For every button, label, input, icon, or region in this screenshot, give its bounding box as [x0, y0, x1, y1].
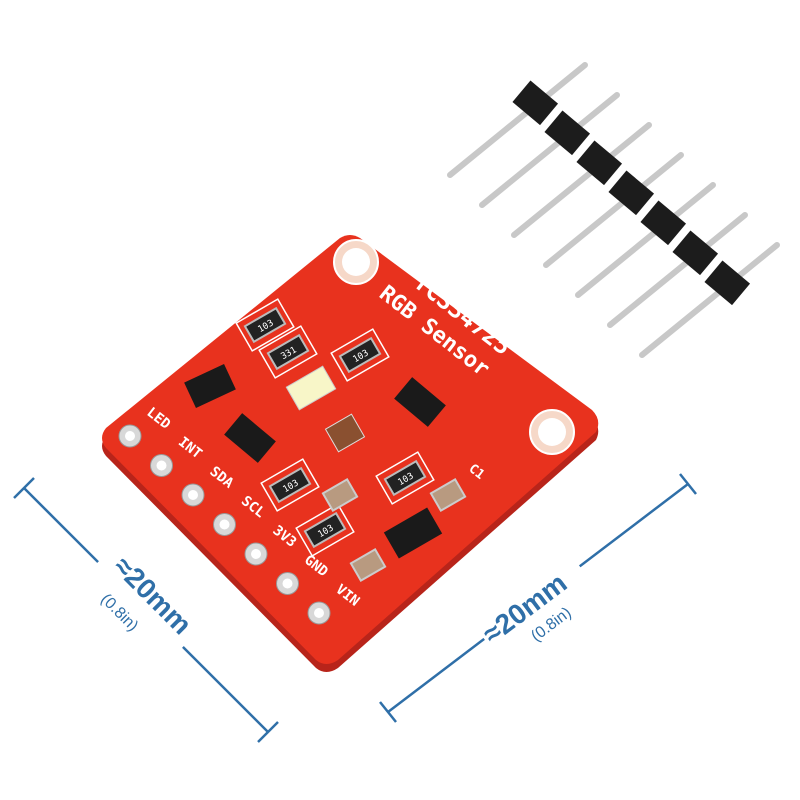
- white-led: [285, 365, 337, 411]
- header-plastic: [640, 200, 687, 246]
- header-pin: [447, 62, 588, 178]
- header-plastic: [512, 80, 559, 126]
- transistor: [224, 413, 276, 463]
- header-pin: [639, 242, 780, 358]
- capacitor: [429, 477, 467, 513]
- header-pin: [543, 152, 684, 268]
- board-surface: [102, 235, 599, 664]
- transistor: [184, 364, 236, 408]
- header-plastic: [576, 140, 623, 186]
- header-plastic: [544, 110, 591, 156]
- resistor: 103: [330, 328, 390, 382]
- resistor: 331: [258, 325, 318, 379]
- header-plastic: [608, 170, 655, 216]
- header-pin: [511, 122, 652, 238]
- header-plastic: [672, 230, 719, 276]
- header-pin: [479, 92, 620, 208]
- header-pin: [575, 182, 716, 298]
- header-plastic: [704, 260, 751, 306]
- header-pin: [607, 212, 748, 328]
- color-sensor-chip: [324, 413, 366, 453]
- capacitor: [321, 477, 359, 513]
- resistor: 103: [295, 503, 355, 557]
- resistor: 103: [235, 298, 295, 352]
- transistor: [394, 377, 446, 427]
- resistor: 103: [260, 458, 320, 512]
- regulator-chip: [383, 507, 443, 559]
- pin-header: [447, 62, 780, 358]
- capacitor: [349, 547, 387, 583]
- resistor: 103: [375, 451, 435, 505]
